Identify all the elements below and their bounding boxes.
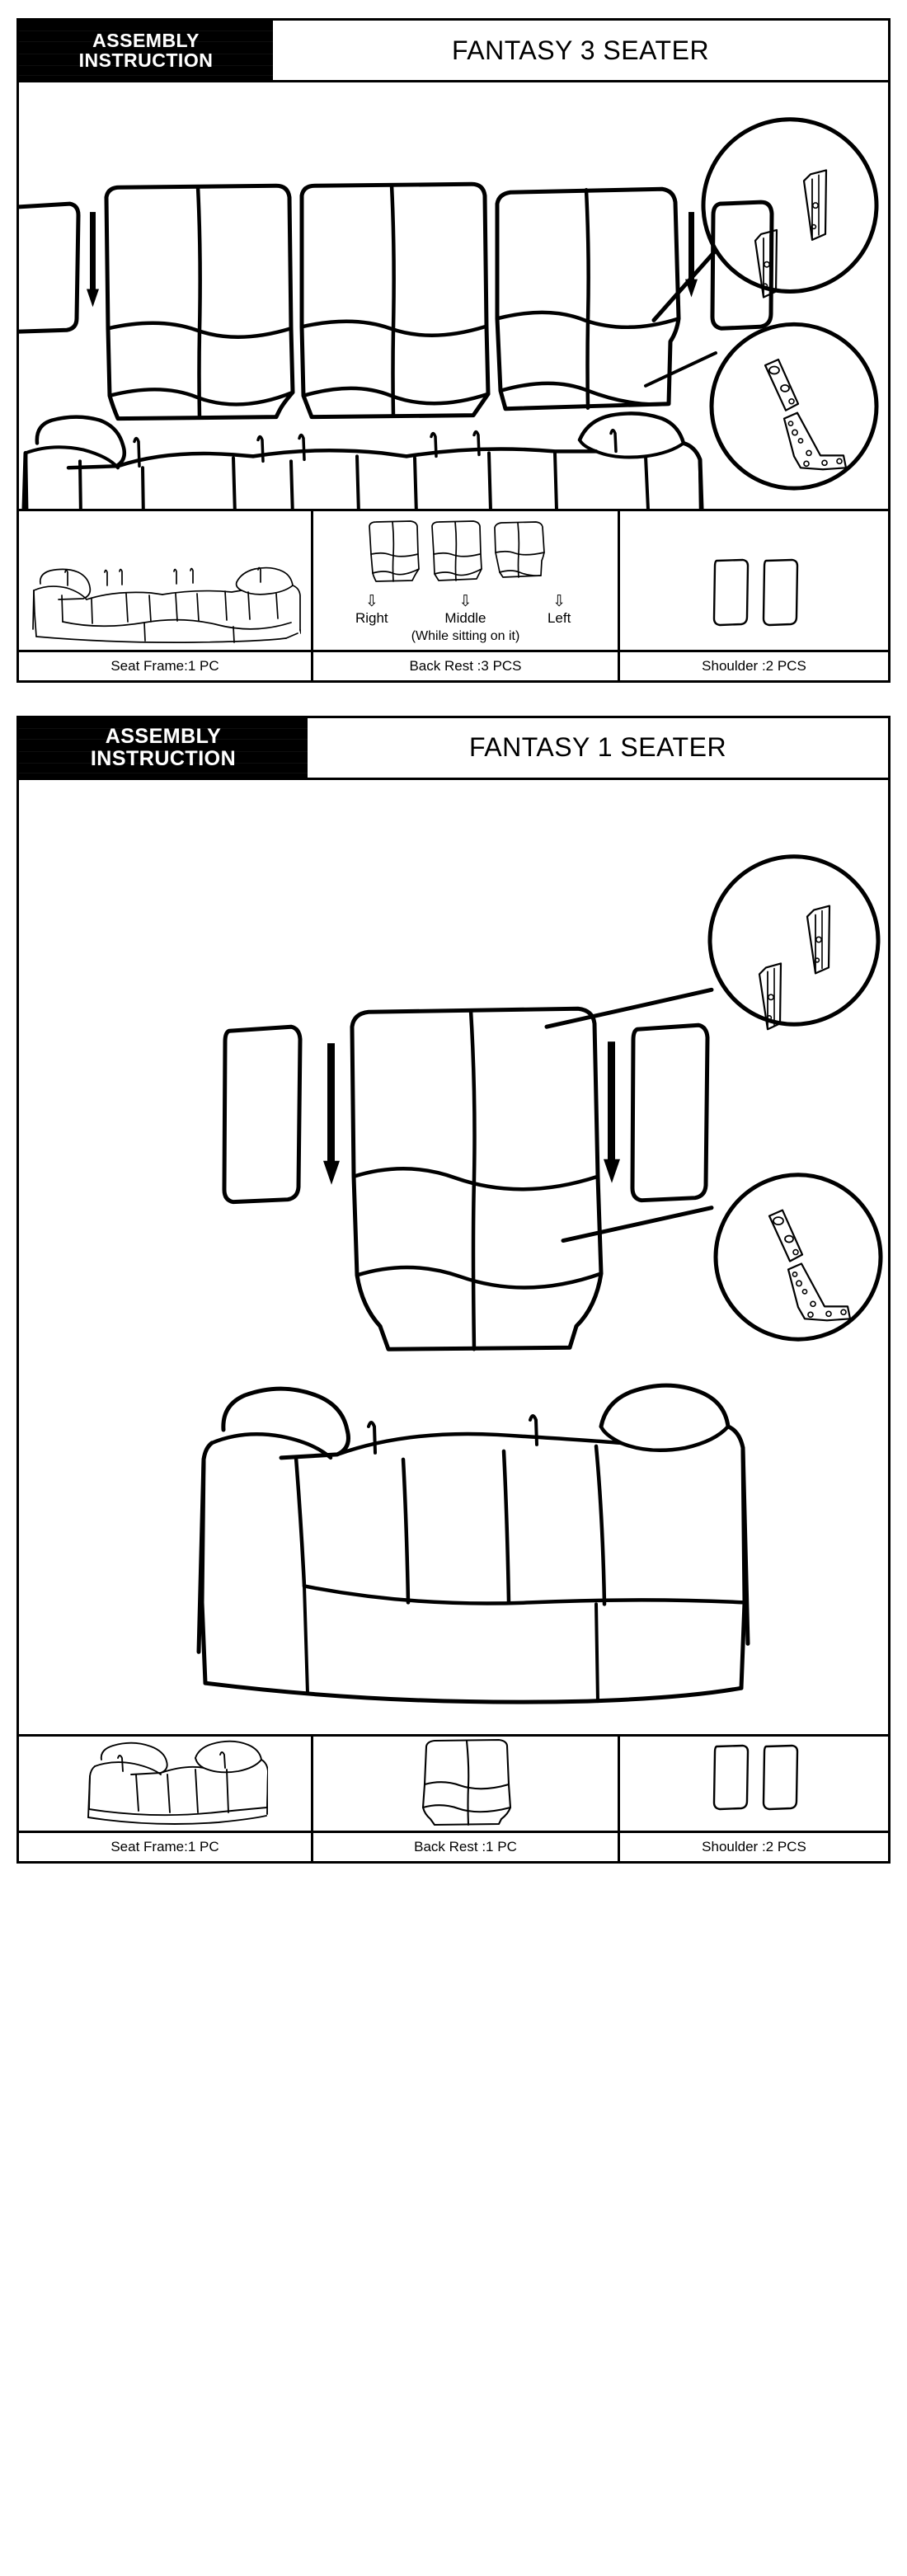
backrest-thumb-group xyxy=(368,520,545,582)
shoulder-pad-left xyxy=(19,201,81,334)
parts-art-seat-frame xyxy=(19,511,311,650)
backrest-position-middle: ⇩ Middle xyxy=(419,594,512,627)
parts-cell-seat-frame: Seat Frame:1 PC xyxy=(19,1737,311,1861)
panel-separator xyxy=(0,683,907,701)
callout-leader-line-bottom xyxy=(561,1205,714,1243)
parts-art-back-rest xyxy=(313,511,618,594)
shoulder-pad-right xyxy=(630,1022,710,1202)
callout-leader-line-top xyxy=(544,987,714,1029)
panel-header: ASSEMBLY INSTRUCTION FANTASY 1 SEATER xyxy=(16,715,891,780)
shoulder-thumb-pair xyxy=(712,1744,798,1810)
assembly-instruction-badge: ASSEMBLY INSTRUCTION xyxy=(19,717,308,778)
parts-art-seat-frame xyxy=(19,1737,311,1831)
backrest-panel-middle xyxy=(299,181,491,420)
backrest-panel-left xyxy=(495,186,681,411)
diagram-svg xyxy=(19,117,879,509)
panel-title: FANTASY 3 SEATER xyxy=(451,35,710,65)
seat-frame-1-seater xyxy=(196,1383,750,1704)
parts-cell-back-rest: Back Rest :1 PC xyxy=(311,1736,618,1861)
parts-cell-shoulder: Shoulder :2 PCS xyxy=(618,511,888,680)
parts-art-back-rest xyxy=(313,1737,618,1831)
callout-bracket-hardware xyxy=(713,1172,883,1342)
main-assembly-diagram-1-seater xyxy=(16,779,891,1737)
panel-title: FANTASY 1 SEATER xyxy=(468,732,727,763)
backrest-position-left-label: Left xyxy=(547,610,571,626)
backrest-position-labels: ⇩ Right ⇩ Middle ⇩ Left xyxy=(313,594,618,627)
assembly-arrow-left xyxy=(323,1042,340,1185)
instruction-panel-3-seater: ASSEMBLY INSTRUCTION FANTASY 3 SEATER xyxy=(16,0,891,683)
parts-label-back-rest: Back Rest :1 PC xyxy=(313,1830,618,1861)
parts-art-shoulder xyxy=(620,511,888,650)
callout-bracket-rails xyxy=(707,853,881,1030)
callout-leader-line-bottom xyxy=(644,351,717,388)
main-assembly-diagram-3-seater xyxy=(16,82,891,511)
assembly-arrow-right xyxy=(604,1041,620,1183)
backrest-position-middle-label: Middle xyxy=(444,610,486,626)
parts-label-back-rest: Back Rest :3 PCS xyxy=(313,649,618,680)
seat-frame-thumb xyxy=(32,566,301,643)
parts-table-1-seater: Seat Frame:1 PC Back Rest :1 PC xyxy=(16,1736,891,1864)
backrest-orientation-note: (While sitting on it) xyxy=(411,628,520,643)
seat-frame-1seater-thumb xyxy=(87,1740,268,1825)
backrest-single-thumb xyxy=(421,1738,511,1826)
backrest-panel-single xyxy=(350,1006,604,1351)
down-arrow-icon: ⇩ xyxy=(458,593,472,610)
shoulder-pad-right xyxy=(710,200,774,331)
backrest-position-right: ⇩ Right xyxy=(326,594,419,627)
badge-line-instruction: INSTRUCTION xyxy=(90,746,237,770)
parts-art-shoulder xyxy=(620,1737,888,1831)
badge-line-assembly: ASSEMBLY xyxy=(92,29,200,51)
assembly-arrow-left xyxy=(87,212,99,308)
assembly-instruction-badge: ASSEMBLY INSTRUCTION xyxy=(19,21,273,80)
parts-label-seat-frame: Seat Frame:1 PC xyxy=(19,1830,311,1861)
assembly-arrow-right xyxy=(685,212,698,298)
backrest-position-right-label: Right xyxy=(355,610,388,626)
instruction-panel-1-seater: ASSEMBLY INSTRUCTION FANTASY 1 SEATER xyxy=(16,701,891,1864)
parts-table-3-seater: Seat Frame:1 PC xyxy=(16,511,891,683)
callout-bracket-rails xyxy=(701,117,879,298)
down-arrow-icon: ⇩ xyxy=(364,593,378,610)
backrest-panel-right xyxy=(104,183,295,421)
shoulder-pad-left xyxy=(222,1024,303,1204)
parts-cell-shoulder: Shoulder :2 PCS xyxy=(618,1736,888,1861)
backrest-position-left: ⇩ Left xyxy=(513,594,606,627)
parts-label-shoulder: Shoulder :2 PCS xyxy=(620,649,888,680)
down-arrow-icon: ⇩ xyxy=(552,593,566,610)
panel-header: ASSEMBLY INSTRUCTION FANTASY 3 SEATER xyxy=(16,18,891,82)
badge-line-assembly: ASSEMBLY xyxy=(105,725,222,749)
parts-label-seat-frame: Seat Frame:1 PC xyxy=(19,649,311,680)
seat-frame-3-seater xyxy=(21,411,704,509)
callout-leader-line-top xyxy=(651,248,718,322)
parts-cell-back-rest: ⇩ Right ⇩ Middle ⇩ Left (While sitting o… xyxy=(311,511,618,680)
diagram-svg xyxy=(196,853,883,1704)
shoulder-thumb-pair xyxy=(712,558,798,626)
parts-cell-seat-frame: Seat Frame:1 PC xyxy=(19,511,311,680)
instruction-sheet-page: ASSEMBLY INSTRUCTION FANTASY 3 SEATER xyxy=(0,0,907,1864)
badge-line-instruction: INSTRUCTION xyxy=(78,49,214,71)
callout-bracket-hardware xyxy=(709,322,879,491)
parts-label-shoulder: Shoulder :2 PCS xyxy=(620,1830,888,1861)
